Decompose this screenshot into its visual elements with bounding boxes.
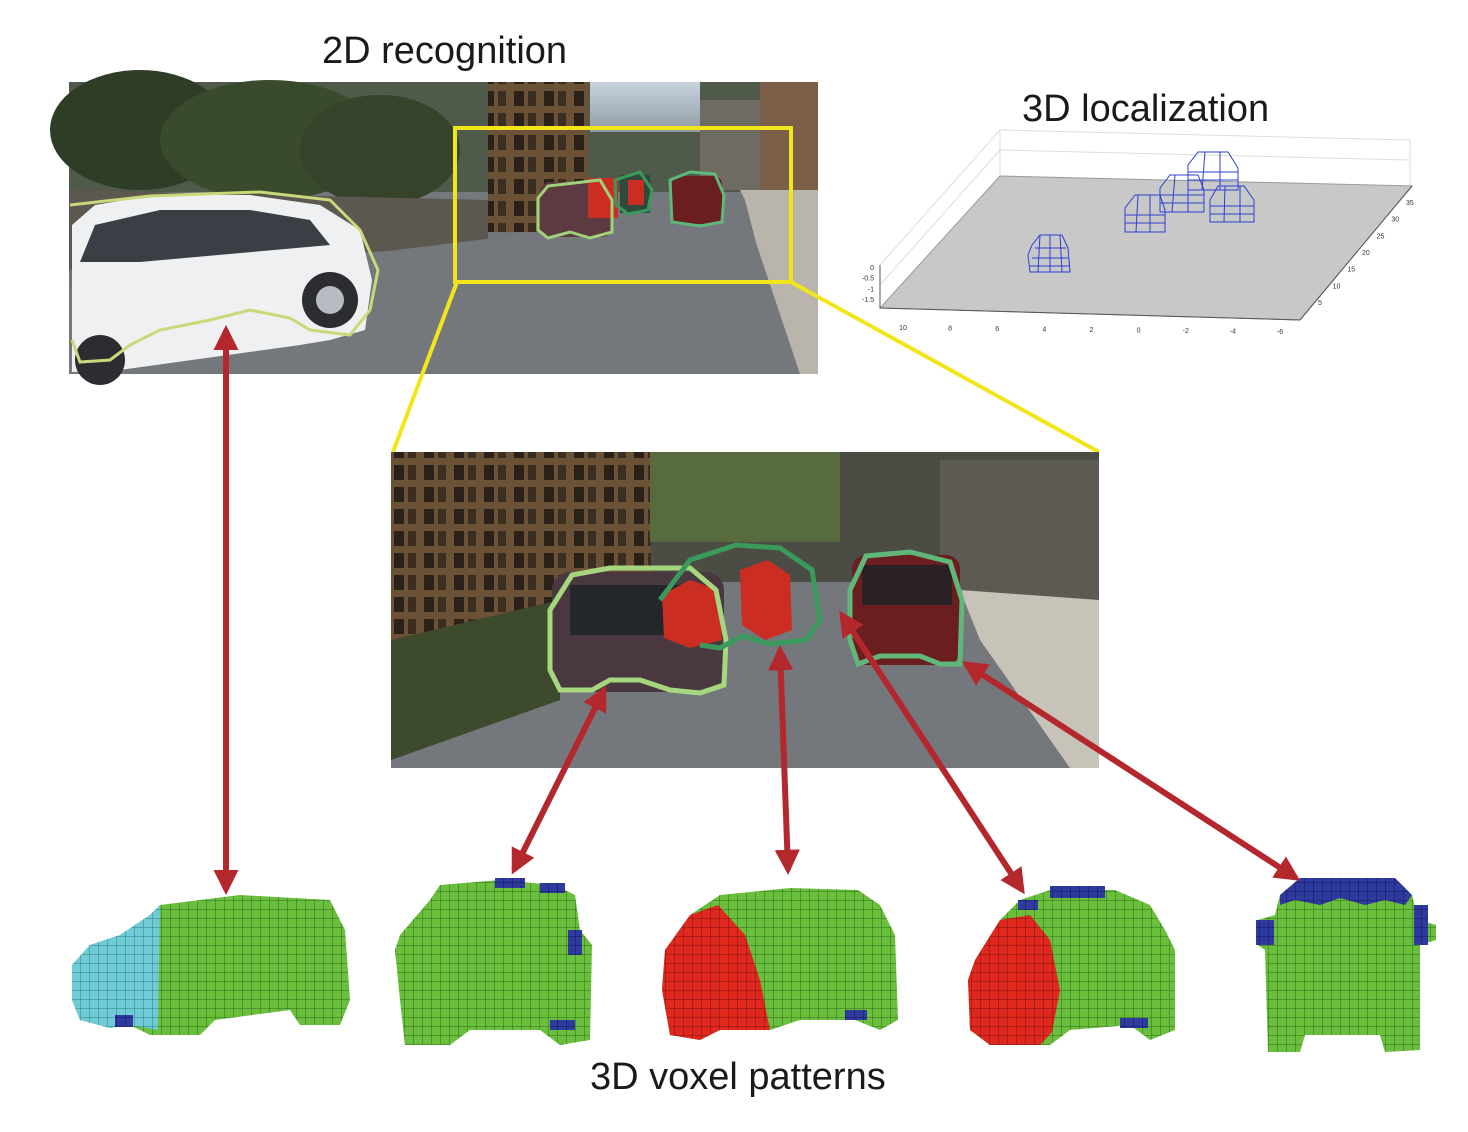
- x-axis-tick-label: 0: [1137, 328, 1141, 335]
- x-axis-tick-label: -4: [1230, 329, 1236, 336]
- y-axis-tick-label: 35: [1406, 200, 1414, 207]
- street-photo: [50, 70, 818, 385]
- z-axis-tick-label: -1.5: [862, 297, 874, 304]
- x-axis-tick-label: 8: [948, 326, 952, 333]
- y-axis-tick-label: 5: [1318, 300, 1322, 307]
- voxel-car-1: [72, 895, 350, 1035]
- voxel-car-5: [1256, 878, 1436, 1052]
- x-axis-tick-label: -2: [1183, 328, 1189, 335]
- title-3d-localization: 3D localization: [1022, 88, 1270, 130]
- x-axis-tick-label: 2: [1090, 327, 1094, 334]
- y-axis-tick-label: 10: [1333, 283, 1341, 290]
- z-axis-tick-label: 0: [870, 265, 874, 272]
- zoom-line-right: [790, 280, 1100, 454]
- arrow-car-3: [768, 644, 800, 876]
- voxel-car-2: [395, 878, 592, 1045]
- voxel-car-4: [968, 886, 1175, 1045]
- z-axis-tick-label: -1: [868, 286, 874, 293]
- arrow-car-5: [961, 661, 1301, 881]
- y-axis-tick-label: 25: [1377, 233, 1385, 240]
- x-axis-tick-label: 10: [899, 325, 907, 332]
- x-axis-tick-label: -6: [1277, 329, 1283, 336]
- y-axis-tick-label: 20: [1362, 250, 1370, 257]
- title-3d-voxel-patterns: 3D voxel patterns: [590, 1056, 886, 1098]
- zoom-line-left: [391, 281, 459, 453]
- voxel-car-3: [662, 888, 898, 1040]
- y-axis-tick-label: 15: [1347, 267, 1355, 274]
- zoomed-photo: [391, 452, 1099, 768]
- title-2d-recognition: 2D recognition: [322, 30, 568, 72]
- x-axis-tick-label: 4: [1042, 327, 1046, 334]
- zoom-region-box: [453, 126, 793, 284]
- y-axis-tick-label: 30: [1391, 217, 1399, 224]
- z-axis-tick-label: -0.5: [862, 276, 874, 283]
- arrow-car-2: [511, 685, 607, 875]
- x-axis-tick-label: 6: [995, 326, 999, 333]
